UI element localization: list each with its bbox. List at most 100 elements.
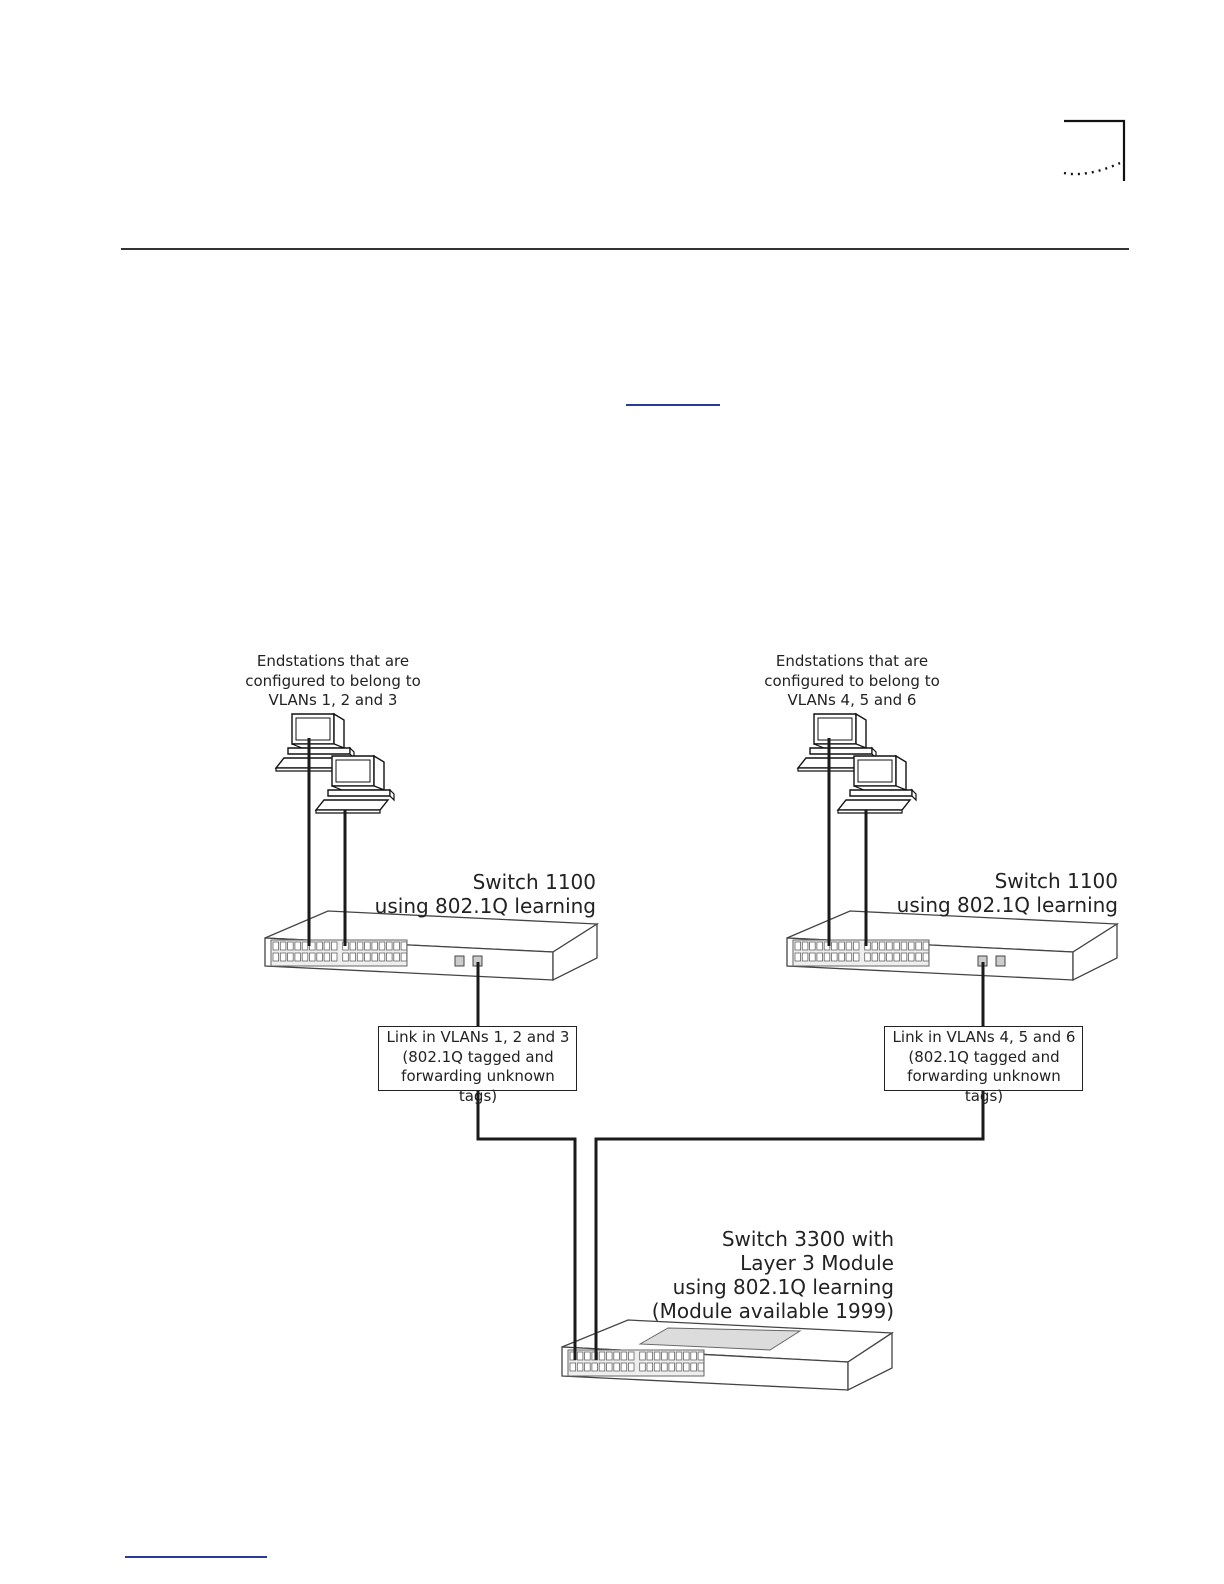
cross-reference-link[interactable] [626, 404, 720, 406]
switch-port [349, 952, 356, 962]
switch-port [922, 941, 930, 951]
switch-port [853, 941, 860, 951]
switch-port [697, 1362, 705, 1372]
switch-port [831, 941, 838, 951]
switch-port [823, 952, 831, 962]
left-link-label: Link in VLANs 1, 2 and 3 (802.1Q tagged … [386, 1028, 570, 1105]
switch-port [576, 1362, 584, 1372]
switch-port [646, 1362, 653, 1372]
switch-port [878, 952, 886, 962]
switch-port [301, 952, 309, 962]
right-switch-label: Switch 1100 using 802.1Q learning [896, 869, 1118, 917]
switch-port [831, 952, 838, 962]
switch-port [323, 941, 331, 951]
switch-port [683, 1351, 690, 1361]
switch-port [900, 952, 908, 962]
switch-port [330, 952, 338, 962]
switch-port [801, 941, 809, 951]
switch-port [697, 1351, 705, 1361]
switch-port [316, 952, 323, 962]
switch-port [668, 1362, 675, 1372]
switch-port [915, 941, 922, 951]
right-uplink-cable-bottom [594, 1090, 985, 1360]
switch-port [279, 941, 287, 951]
switch-port [838, 941, 845, 951]
switch-port [675, 1351, 683, 1361]
switch-port [864, 952, 871, 962]
core-switch-label: Switch 3300 with Layer 3 Module using 80… [651, 1227, 894, 1323]
switch-port [316, 941, 323, 951]
switch-port [279, 952, 287, 962]
switch-port [613, 1362, 620, 1372]
switch-port [584, 1351, 591, 1361]
switch-port [886, 941, 893, 951]
switch-port [845, 941, 853, 951]
switch-port [620, 1351, 628, 1361]
switch-port [653, 1362, 661, 1372]
switch-port [598, 1362, 606, 1372]
switch-port [639, 1351, 646, 1361]
switch-port [794, 941, 801, 951]
switch-port [393, 941, 400, 951]
switch-port [628, 1362, 635, 1372]
switch-port [349, 941, 356, 951]
switch-port [690, 1362, 697, 1372]
switch-port [668, 1351, 675, 1361]
switch-port [816, 941, 823, 951]
switch-port [364, 941, 371, 951]
switch-port [606, 1351, 613, 1361]
switch-port [816, 952, 823, 962]
right-endstations-label: Endstations that are configured to belon… [764, 652, 940, 709]
switch-port [915, 952, 922, 962]
switch-port [893, 941, 900, 951]
switch-port [661, 1351, 668, 1361]
right-link-label: Link in VLANs 4, 5 and 6 (802.1Q tagged … [892, 1028, 1076, 1105]
switch-port [794, 952, 801, 962]
left-switch-label: Switch 1100 using 802.1Q learning [374, 870, 596, 918]
switch-port [853, 952, 860, 962]
right-link-box [884, 1026, 1083, 1091]
switch-port [878, 941, 886, 951]
switch-port [356, 941, 364, 951]
switch-port [886, 952, 893, 962]
switch-port [690, 1351, 697, 1361]
switch-port [871, 941, 878, 951]
switch-port [301, 941, 309, 951]
switch-port [400, 941, 408, 951]
chapter-corner-mark [1063, 119, 1126, 181]
switch-port [908, 952, 915, 962]
switch-port [801, 952, 809, 962]
switch-port [576, 1351, 584, 1361]
switch-port [330, 941, 338, 951]
switch-port [378, 941, 386, 951]
switch-port [294, 952, 301, 962]
switch-port [323, 952, 331, 962]
switch-port [661, 1362, 668, 1372]
switch-port [294, 941, 301, 951]
switch-port [809, 941, 816, 951]
left-endstations-label: Endstations that are configured to belon… [245, 652, 421, 709]
switch-port [393, 952, 400, 962]
left-link-box [378, 1026, 577, 1091]
switch-port [287, 941, 294, 951]
switch-port [371, 952, 378, 962]
switch-port [646, 1351, 653, 1361]
switch-port [628, 1351, 635, 1361]
switch-port [845, 952, 853, 962]
switch-port [378, 952, 386, 962]
switch-port [287, 952, 294, 962]
switch-port [871, 952, 878, 962]
switch-port [364, 952, 371, 962]
switch-port [569, 1362, 576, 1372]
header-rule [121, 248, 1129, 250]
switch-port [591, 1362, 598, 1372]
switch-port [342, 952, 349, 962]
switch-port [838, 952, 845, 962]
switch-port [675, 1362, 683, 1372]
switch-port [900, 941, 908, 951]
switch-port [309, 952, 316, 962]
footer-link[interactable] [125, 1556, 267, 1558]
left-uplink-cable-bottom [476, 1090, 577, 1360]
